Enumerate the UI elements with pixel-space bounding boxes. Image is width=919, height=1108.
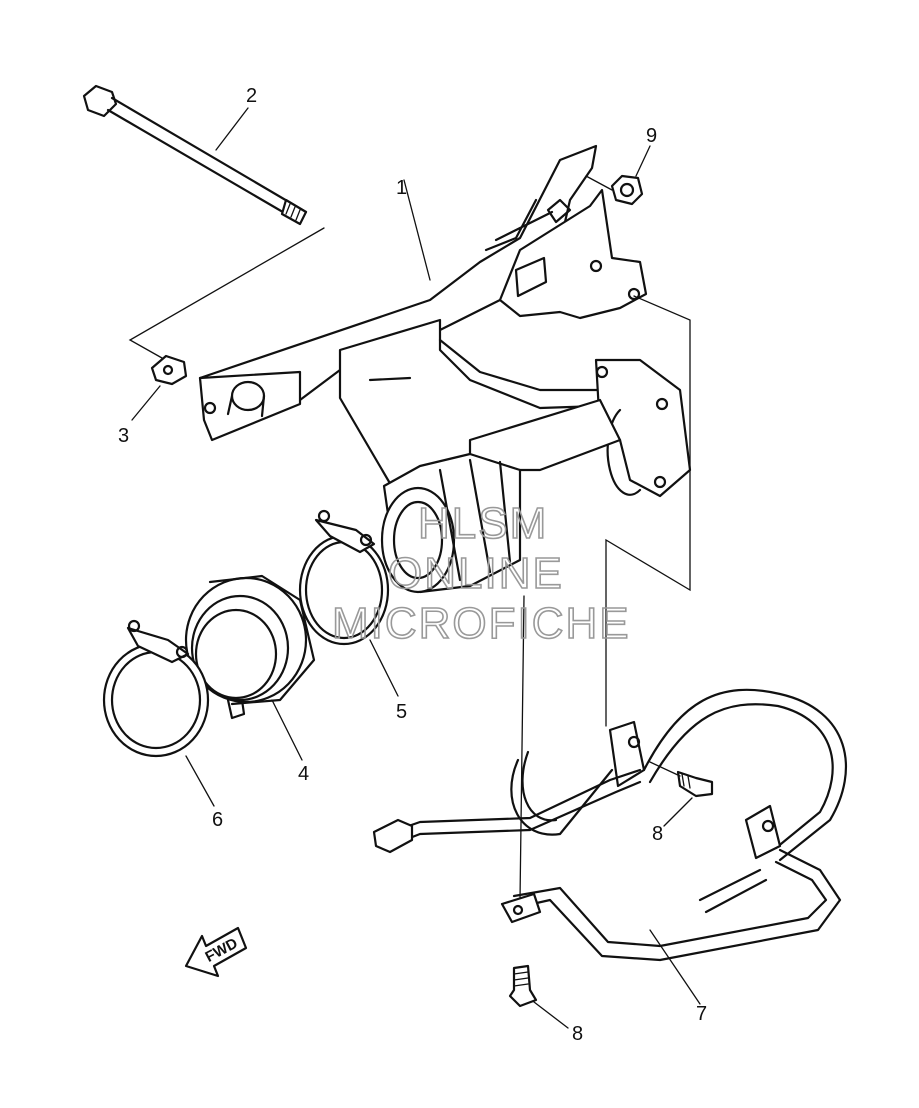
leader-7 bbox=[649, 929, 701, 1005]
bolt-lower bbox=[508, 964, 569, 1029]
callout-1: 1 bbox=[396, 177, 407, 199]
joint-boot bbox=[184, 574, 316, 761]
thrust-washer bbox=[150, 354, 188, 386]
nut bbox=[585, 145, 651, 206]
leader-6 bbox=[185, 755, 215, 807]
callout-8-upper: 8 bbox=[652, 823, 663, 845]
callout-6: 6 bbox=[212, 809, 223, 831]
callout-8-lower: 8 bbox=[572, 1023, 583, 1045]
reference-line-right bbox=[605, 295, 691, 727]
callout-3: 3 bbox=[118, 425, 129, 447]
leader-2 bbox=[215, 107, 249, 151]
watermark-line-3: MICROFICHE bbox=[332, 599, 631, 648]
guard-frame bbox=[372, 688, 848, 1005]
leader-3 bbox=[131, 385, 161, 421]
leader-4 bbox=[271, 699, 303, 761]
bolt-upper bbox=[649, 761, 714, 827]
callout-4: 4 bbox=[298, 763, 309, 785]
leader-8-upper bbox=[663, 797, 693, 827]
swingarm bbox=[198, 144, 692, 594]
leader-1 bbox=[403, 179, 431, 281]
leader-9 bbox=[635, 145, 651, 177]
leader-8-lower bbox=[533, 1001, 569, 1029]
leader-5 bbox=[369, 639, 399, 697]
callout-7: 7 bbox=[696, 1003, 707, 1025]
watermark-line-2: ONLINE bbox=[388, 549, 564, 598]
clamp-small bbox=[298, 509, 399, 697]
leader-bolt-upper-to-bracket bbox=[649, 761, 681, 777]
forward-direction-arrow: FWD bbox=[184, 926, 248, 978]
callout-5: 5 bbox=[396, 701, 407, 723]
watermark-line-1: HLSM bbox=[418, 499, 548, 548]
pivot-shaft-bolt bbox=[82, 84, 308, 226]
reference-line-center bbox=[519, 595, 525, 901]
leader-nut-to-bolt bbox=[585, 175, 613, 191]
callout-9: 9 bbox=[646, 125, 657, 147]
clamp-large bbox=[102, 619, 215, 807]
leader-bolt-to-washer bbox=[128, 227, 325, 359]
callout-2: 2 bbox=[246, 85, 257, 107]
